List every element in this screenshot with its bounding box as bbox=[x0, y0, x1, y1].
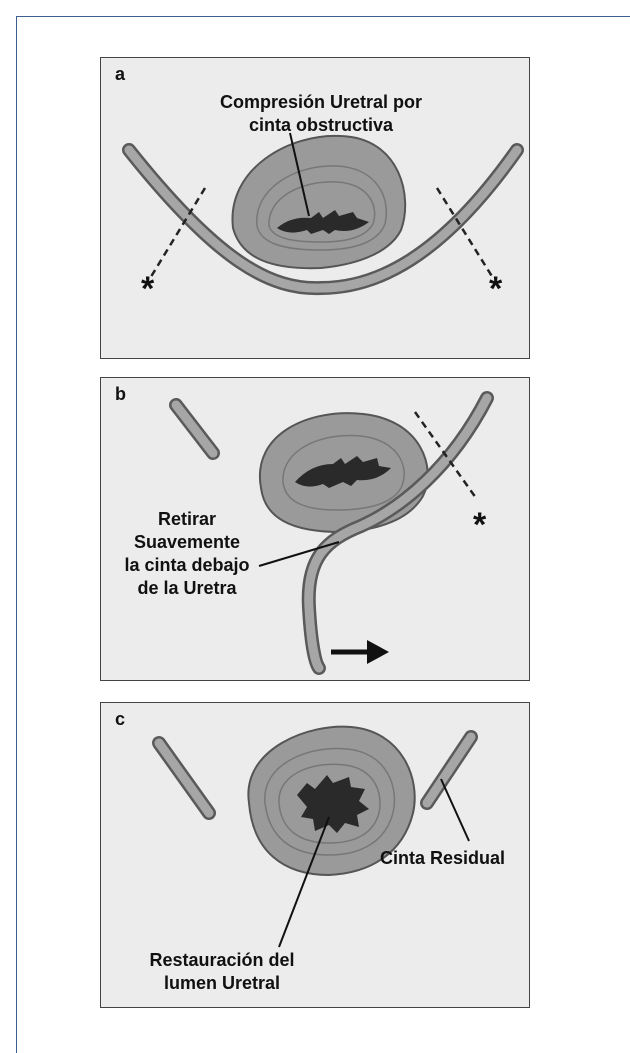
label-residual-line-1: Cinta Residual bbox=[380, 848, 506, 868]
panel-a: * * a Compresión Uretral por cinta obstr… bbox=[100, 57, 530, 359]
tape-sling bbox=[122, 143, 524, 296]
label-remove-line-4: de la Uretra bbox=[137, 578, 237, 598]
panel-b-illustration: * bbox=[169, 391, 494, 675]
panel-letter-a: a bbox=[115, 64, 126, 84]
panel-c-illustration bbox=[152, 725, 478, 948]
compressed-lumen bbox=[277, 210, 369, 234]
trocar-path-right bbox=[435, 187, 495, 279]
asterisk-right: * bbox=[473, 506, 487, 544]
label-remove-line-2: Suavemente bbox=[133, 532, 241, 552]
label-remove-tape: Retirar Suavemente la cinta debajo de la… bbox=[107, 508, 267, 600]
label-residual-tape: Cinta Residual bbox=[380, 847, 529, 870]
label-lumen-restoration: Restauración del lumen Uretral bbox=[127, 949, 317, 995]
panel-c: c Restauración del lumen Uretral Cinta R… bbox=[100, 702, 530, 1008]
urethra-cross-section bbox=[258, 412, 429, 534]
label-remove-line-3: la cinta debajo bbox=[124, 555, 250, 575]
panel-a-illustration: * * bbox=[122, 132, 524, 308]
lumen bbox=[295, 456, 391, 488]
urethra-cross-section bbox=[247, 725, 416, 877]
panel-letter-b: b bbox=[115, 384, 126, 404]
label-compression-line-2: cinta obstructiva bbox=[248, 115, 394, 135]
tape-cut-left bbox=[169, 398, 220, 460]
label-a-leader bbox=[289, 132, 310, 217]
label-restoration-line-2: lumen Uretral bbox=[163, 973, 281, 993]
label-remove-line-1: Retirar bbox=[157, 509, 217, 529]
label-compression: Compresión Uretral por cinta obstructiva bbox=[211, 91, 431, 137]
restored-lumen bbox=[297, 775, 369, 833]
trocar-path-right bbox=[413, 411, 478, 499]
pull-direction-arrow-icon bbox=[331, 640, 389, 664]
urethra-cross-section bbox=[231, 134, 407, 270]
label-c-leader-tape bbox=[440, 778, 470, 842]
label-b-leader bbox=[258, 541, 340, 567]
tape-residual-right bbox=[420, 730, 478, 810]
trocar-path-left bbox=[147, 187, 207, 281]
panel-letter-c: c bbox=[115, 709, 126, 729]
label-compression-line-1: Compresión Uretral por bbox=[219, 92, 423, 112]
panel-b: * b Retirar Suavemente la cinta debajo d… bbox=[100, 377, 530, 681]
tape-pulled bbox=[301, 391, 494, 675]
label-restoration-line-1: Restauración del bbox=[149, 950, 295, 970]
asterisk-right: * bbox=[489, 270, 503, 308]
tape-residual-left bbox=[152, 736, 216, 820]
label-c-leader-lumen bbox=[278, 816, 330, 948]
asterisk-left: * bbox=[141, 270, 155, 308]
figure-frame bbox=[16, 16, 630, 1053]
